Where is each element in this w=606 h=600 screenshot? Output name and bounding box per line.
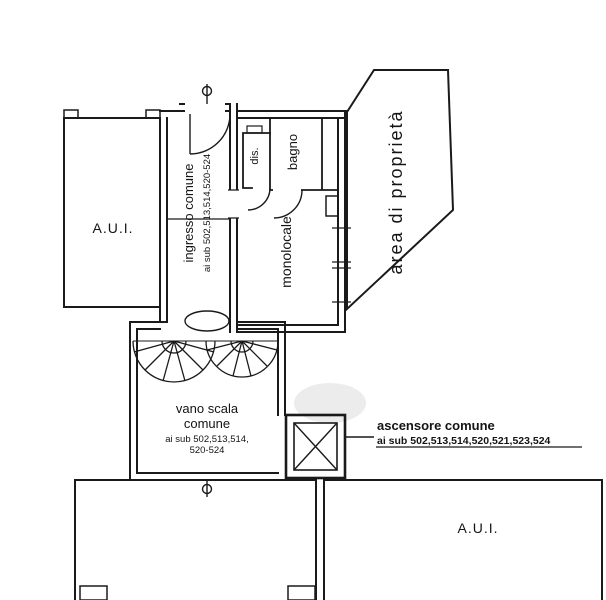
survey-marker-top (201, 85, 213, 97)
window-ticks-monolocale (332, 227, 351, 303)
label-vano-scala-1: vano scala (176, 401, 239, 416)
opening-ticks (228, 189, 239, 219)
label-vano-scala-sub-2: 520-524 (190, 445, 225, 456)
wall-monolocale-top (236, 110, 348, 119)
survey-marker-bottom (201, 483, 213, 495)
spiral-stair-left (132, 340, 216, 383)
pilaster-bottom-b (287, 585, 316, 600)
wall-monolocale-right (337, 110, 346, 333)
elevator-shaft-inner (293, 422, 338, 471)
wall-bottom-right-block (323, 479, 603, 600)
dis-door-arc (247, 187, 271, 211)
wall-aui-top-left-block (63, 117, 161, 308)
wall-stairs-left (129, 321, 138, 481)
elevator-cross (293, 422, 338, 471)
wall-bottom-left-block (74, 479, 317, 600)
label-monolocale: monolocale (278, 216, 294, 288)
spiral-stair-right (205, 340, 279, 378)
label-aui-top-left: A.U.I. (92, 220, 133, 236)
wall-monolocale-bottom (236, 324, 346, 333)
labels: A.U.I. ingresso comune ai sub 502,513,51… (92, 109, 550, 536)
opening-corridor-monolocale (228, 190, 239, 218)
entrance-door-arc (189, 113, 231, 155)
watermark-smudge (294, 383, 366, 423)
wall-stairs-right (277, 321, 286, 416)
label-bagno: bagno (285, 134, 300, 170)
label-ingresso: ingresso comune (181, 164, 196, 263)
pilaster-bottom-a (79, 585, 108, 600)
label-ascensore-sub: ai sub 502,513,514,520,521,523,524 (377, 435, 551, 447)
elevator-shaft-outer (284, 413, 347, 480)
label-ingresso-sub: ai sub 502,513,514,520-524 (202, 154, 213, 272)
boundary-area-proprieta (346, 69, 455, 312)
opening-bagno-door (273, 186, 301, 192)
label-vano-scala-2: comune (184, 416, 230, 431)
label-dis: dis. (249, 147, 261, 164)
wall-niche (325, 195, 339, 217)
label-area-proprieta: area di proprietà (386, 109, 406, 274)
wall-stairs-top (129, 321, 286, 330)
label-aui-bottom-right: A.U.I. (457, 520, 498, 536)
pilaster-top-left-a (63, 109, 79, 119)
wall-corridor-left (159, 117, 168, 323)
pilaster-top-left-b (145, 109, 161, 119)
opening-entrance (185, 102, 225, 113)
label-ascensore: ascensore comune (377, 418, 495, 433)
bagno-door-arc (273, 189, 303, 219)
stairs-door-ellipse (184, 310, 230, 332)
wall-bagno (269, 117, 339, 191)
label-vano-scala-sub-1: ai sub 502,513,514, (165, 434, 248, 445)
vent-dis (246, 125, 263, 134)
